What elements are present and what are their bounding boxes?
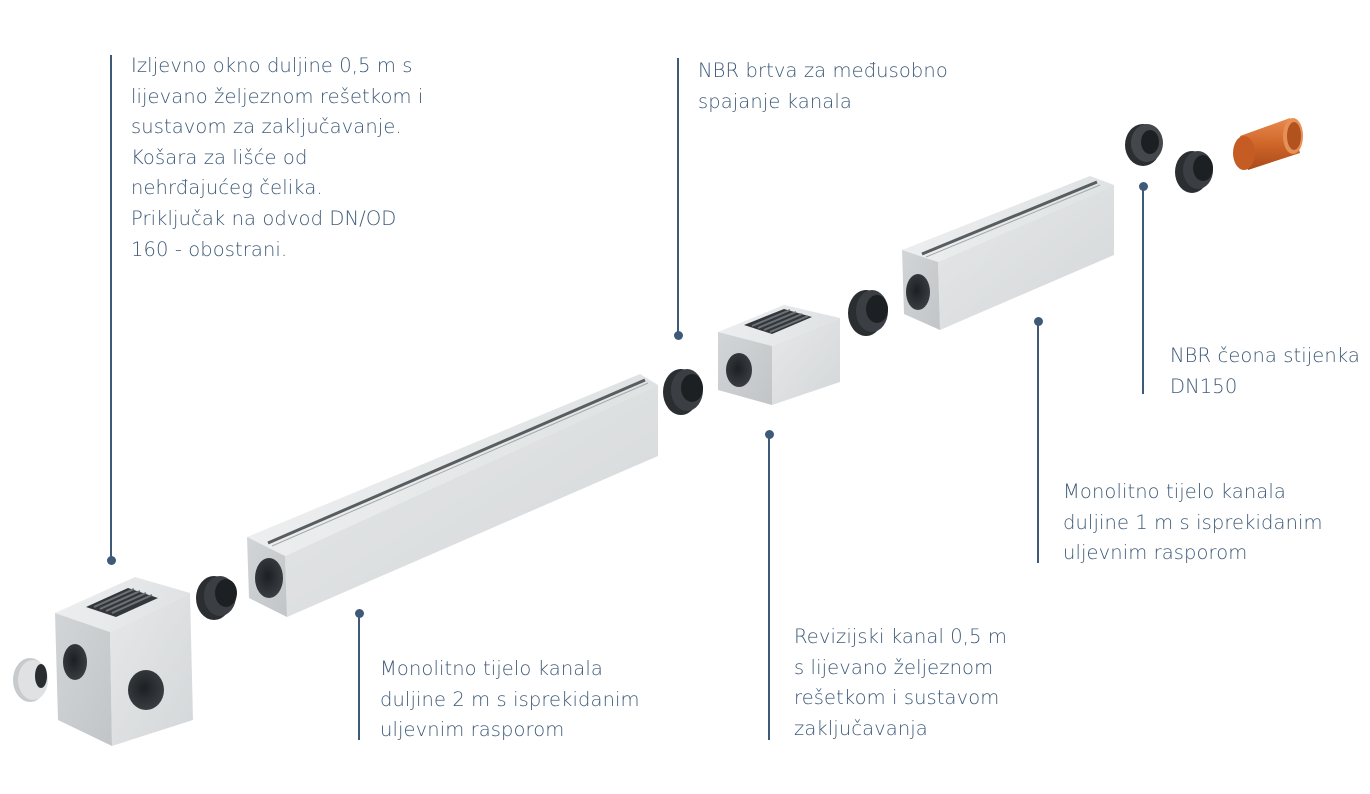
gasket-1: [196, 576, 237, 620]
label-channel-2m: Monolitno tijelo kanala duljine 2 m s is…: [380, 654, 640, 746]
label-line: 160 - obostrani.: [131, 237, 288, 261]
outlet-shaft: [55, 577, 193, 746]
drain-pipe: [1233, 118, 1303, 170]
dot-end-wall: [1138, 182, 1148, 191]
leader-outlet-shaft: [110, 55, 112, 560]
label-line: lijevano željeznom rešetkom i: [131, 84, 424, 108]
label-line: s lijevano željeznom: [794, 655, 994, 679]
label-line: Izljevno okno duljine 0,5 m s: [131, 54, 413, 77]
channel-2m: [247, 374, 658, 617]
gasket-3: [848, 290, 888, 336]
label-end-wall: NBR čeona stijenka DN150: [1170, 341, 1360, 402]
dot-channel-1m: [1033, 317, 1043, 326]
label-line: rešetkom i sustavom: [794, 686, 1000, 710]
label-line: Revizijski kanal 0,5 m: [794, 625, 1007, 648]
dot-inspection-channel: [764, 430, 774, 439]
label-line: Monolitno tijelo kanala: [380, 657, 603, 680]
end-cap-left: [13, 658, 48, 702]
label-line: Priključak na odvod DN/OD: [131, 206, 397, 230]
label-outlet-shaft: Izljevno okno duljine 0,5 m s lijevano ž…: [131, 51, 423, 265]
gasket-2: [663, 369, 703, 415]
label-inspection-channel: Revizijski kanal 0,5 m s lijevano željez…: [794, 622, 1007, 744]
label-line: duljine 1 m s isprekidanim: [1063, 510, 1323, 534]
leader-end-wall: [1142, 186, 1144, 394]
label-line: spajanje kanala: [698, 89, 852, 113]
pipe-gasket: [1175, 151, 1213, 193]
label-line: NBR brtva za međusobno: [698, 59, 948, 82]
label-channel-1m: Monolitno tijelo kanala duljine 1 m s is…: [1063, 477, 1323, 569]
label-line: nehrđajućeg čelika.: [131, 176, 323, 200]
dot-gasket: [673, 331, 683, 340]
dot-channel-2m: [354, 609, 364, 618]
leader-inspection-channel: [768, 434, 770, 740]
end-wall-gasket: [1125, 124, 1163, 166]
label-line: uljevnim rasporom: [1063, 541, 1248, 565]
label-line: Košara za lišće od: [131, 145, 308, 169]
label-line: duljine 2 m s isprekidanim: [380, 687, 640, 711]
label-line: zaključavanja: [794, 716, 928, 740]
label-line: Monolitno tijelo kanala: [1063, 480, 1286, 503]
leader-channel-2m: [358, 613, 360, 740]
dot-outlet-shaft: [106, 556, 116, 565]
label-line: DN150: [1170, 374, 1238, 398]
leader-gasket: [677, 58, 679, 335]
label-gasket: NBR brtva za međusobno spajanje kanala: [698, 56, 948, 117]
label-line: uljevnim rasporom: [380, 718, 565, 742]
label-line: sustavom za zaključavanje.: [131, 115, 402, 139]
channel-1m: [902, 176, 1114, 330]
inspection-channel: [718, 305, 840, 405]
label-line: NBR čeona stijenka: [1170, 344, 1360, 367]
leader-channel-1m: [1037, 321, 1039, 563]
